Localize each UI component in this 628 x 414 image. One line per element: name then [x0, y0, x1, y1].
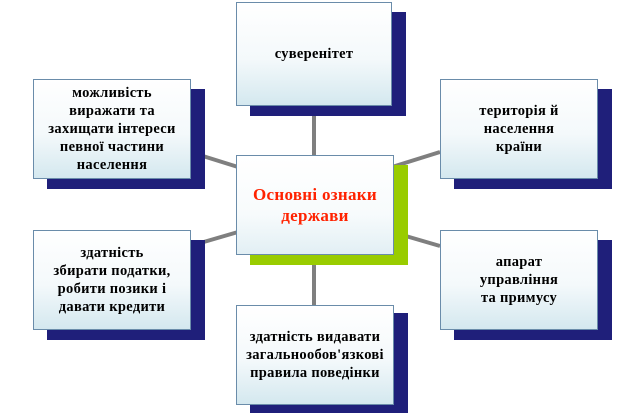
node-sovereignty-box: суверенітет	[236, 2, 392, 106]
node-territory-label: територія й населення країни	[479, 103, 559, 155]
node-interests: можливість виражати та захищати інтереси…	[33, 79, 205, 189]
node-taxes: здатність збирати податки, робити позики…	[33, 230, 205, 340]
node-interests-box: можливість виражати та захищати інтереси…	[33, 79, 191, 179]
node-rules-box: здатність видавати загальнообов'язкові п…	[236, 305, 394, 405]
node-sovereignty: суверенітет	[236, 2, 406, 116]
node-taxes-label: здатність збирати податки, робити позики…	[53, 245, 171, 315]
node-territory: територія й населення країни	[440, 79, 612, 189]
node-center: Основні ознаки держави	[236, 155, 408, 265]
node-center-label: Основні ознаки держави	[252, 185, 377, 225]
node-center-box: Основні ознаки держави	[236, 155, 394, 255]
node-interests-label: можливість виражати та захищати інтереси…	[48, 85, 176, 173]
node-apparatus-box: апарат управління та примусу	[440, 230, 598, 330]
node-rules-label: здатність видавати загальнообов'язкові п…	[246, 329, 384, 381]
connector-territory	[391, 150, 441, 169]
node-taxes-box: здатність збирати податки, робити позики…	[33, 230, 191, 330]
node-rules: здатність видавати загальнообов'язкові п…	[236, 305, 408, 413]
node-apparatus-label: апарат управління та примусу	[479, 254, 559, 306]
node-sovereignty-label: суверенітет	[274, 46, 354, 62]
node-apparatus: апарат управління та примусу	[440, 230, 612, 340]
node-territory-box: територія й населення країни	[440, 79, 598, 179]
